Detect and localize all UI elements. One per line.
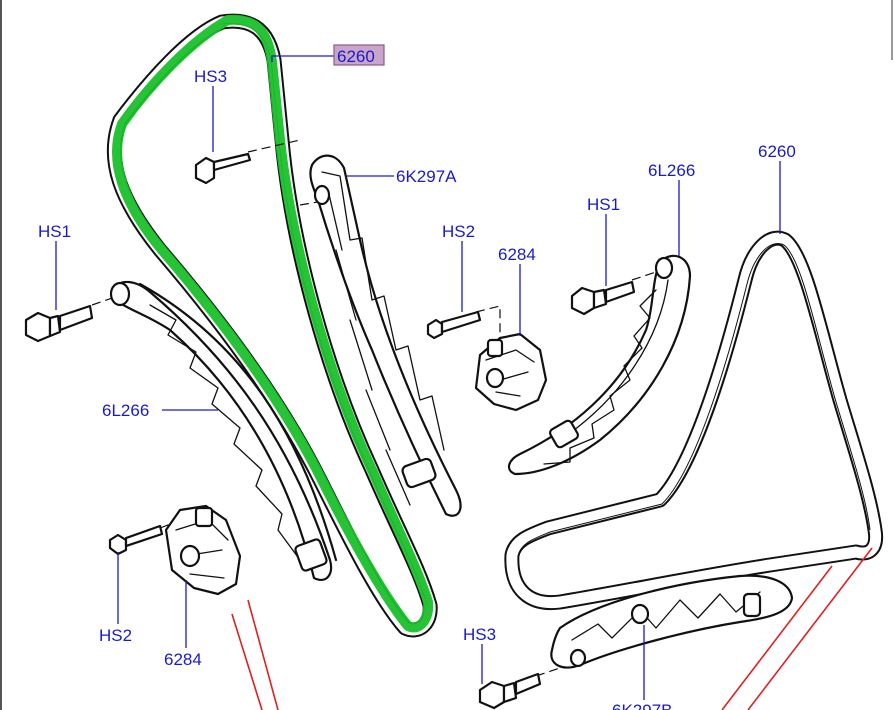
callout-tensioner-6284-left[interactable]: 6284 [164,650,202,669]
tensioner-6284-mid[interactable] [474,332,548,412]
callout-highlight-box [333,44,385,66]
callout-bolt-hs1-left[interactable]: HS1 [38,222,71,241]
leader-lines [55,55,781,700]
callout-chain-right[interactable]: 6260 [758,142,796,161]
timing-chain-right[interactable] [504,230,884,611]
guide-axis-6k297a [299,199,331,206]
bolt-hs2-left[interactable] [108,524,164,556]
callout-bolt-hs2-mid[interactable]: HS2 [442,222,475,241]
callout-bolt-hs3-top[interactable]: HS3 [194,67,227,86]
bolt-axis-hs3-bottom [535,667,561,677]
callout-bolt-hs3-bottom[interactable]: HS3 [463,625,496,644]
chain-highlight [112,14,434,633]
callout-guide-6l266-right[interactable]: 6L266 [648,161,695,180]
bolt-hs1-left[interactable] [24,304,94,343]
section-break-lines [231,547,873,710]
chain-guide-6l266-left[interactable] [109,280,338,581]
callout-guide-6k297a[interactable]: 6K297A [396,167,457,186]
callout-labels: 6260 HS3 6K297A HS1 HS2 6284 HS1 6L266 6… [38,47,796,710]
timing-chain-left[interactable] [106,13,438,638]
tensioner-6284-left[interactable] [164,504,242,596]
callout-tensioner-6284-mid[interactable]: 6284 [498,245,536,264]
callout-bolt-hs1-right[interactable]: HS1 [587,195,620,214]
callout-bolt-hs2-left[interactable]: HS2 [99,626,132,645]
chain-guide-6k297b[interactable] [550,574,794,669]
chain-guide-6k297a[interactable] [309,154,462,517]
bolt-hs2-mid[interactable] [426,310,482,340]
bolt-axis-hs3-top [247,139,301,153]
callout-guide-6k297b[interactable]: 6K297B [612,701,673,710]
bolt-axis-hs2-mid [475,305,501,340]
bolt-hs1-right[interactable] [570,280,636,316]
callout-guide-6l266-left[interactable]: 6L266 [102,401,149,420]
bolt-hs3-bottom[interactable] [478,672,542,710]
chain-guide-6l266-right[interactable] [507,254,692,476]
bolt-axis-hs1-right [631,269,663,281]
bolt-hs3-top[interactable] [194,152,252,185]
callout-chain-left[interactable]: 6260 [337,47,375,66]
